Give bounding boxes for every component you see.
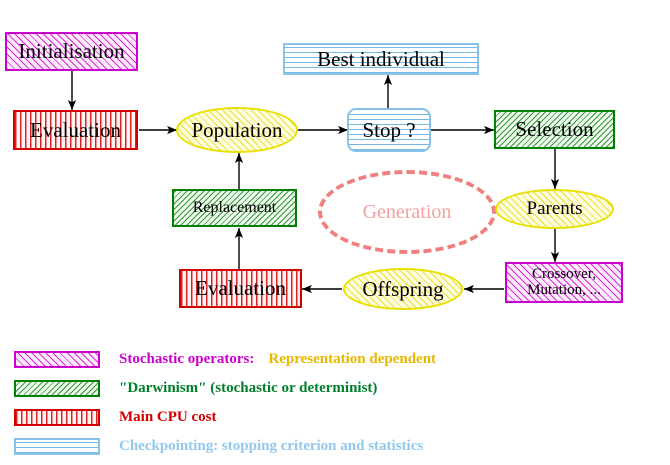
- node-parents-label: Parents: [526, 198, 583, 220]
- legend-label-darwinism: "Darwinism" (stochastic or determinist): [119, 380, 377, 397]
- node-initialisation[interactable]: Initialisation: [5, 32, 138, 71]
- legend-swatch-blue-horizontal: [14, 437, 100, 455]
- generation-cycle-ellipse: Generation: [318, 170, 496, 254]
- node-variation-line1: Crossover,: [532, 265, 596, 282]
- generation-label: Generation: [362, 200, 452, 223]
- node-replacement[interactable]: Replacement: [172, 189, 297, 227]
- node-evaluation-top-label: Evaluation: [30, 117, 121, 142]
- legend-row-stochastic: Stochastic operators: Representation depe…: [14, 348, 436, 370]
- legend-row-cpu-cost: Main CPU cost: [14, 406, 217, 428]
- node-evaluation-bottom-label: Evaluation: [195, 276, 286, 301]
- legend-cpu-main: Main CPU cost: [119, 408, 217, 425]
- node-stop-condition[interactable]: Stop ?: [347, 108, 431, 152]
- legend-checkpointing-main: Checkpointing: stopping criterion and st…: [119, 437, 424, 454]
- legend-darwinism-main: "Darwinism" (stochastic or determinist): [119, 379, 378, 396]
- node-best-individual[interactable]: Best individual: [283, 43, 479, 75]
- node-stop-condition-label: Stop ?: [362, 117, 416, 142]
- node-population-label: Population: [191, 117, 283, 142]
- node-offspring[interactable]: Offspring: [343, 268, 463, 310]
- node-population[interactable]: Population: [176, 107, 298, 153]
- node-variation-operators[interactable]: Crossover, Mutation, ...: [505, 262, 623, 303]
- node-offspring-label: Offspring: [362, 276, 444, 301]
- legend-label-checkpointing: Checkpointing: stopping criterion and st…: [119, 438, 423, 455]
- legend-swatch-magenta-hatch: [14, 350, 100, 368]
- node-selection-label: Selection: [515, 117, 594, 142]
- node-evaluation-bottom[interactable]: Evaluation: [179, 269, 302, 308]
- legend-swatch-green-hatch: [14, 379, 100, 397]
- node-parents[interactable]: Parents: [495, 189, 614, 229]
- legend-swatch-red-vertical: [14, 408, 100, 426]
- legend-stochastic-main: Stochastic operators:: [119, 350, 255, 367]
- legend-row-darwinism: "Darwinism" (stochastic or determinist): [14, 377, 377, 399]
- node-best-individual-label: Best individual: [317, 46, 445, 71]
- node-selection[interactable]: Selection: [494, 110, 615, 149]
- node-initialisation-label: Initialisation: [18, 39, 125, 64]
- node-replacement-label: Replacement: [192, 198, 277, 216]
- legend: Stochastic operators: Representation depe…: [0, 330, 670, 465]
- legend-row-checkpointing: Checkpointing: stopping criterion and st…: [14, 435, 423, 457]
- node-variation-line2: Mutation, ...: [527, 281, 601, 298]
- legend-label-stochastic: Stochastic operators: Representation depe…: [119, 351, 436, 368]
- legend-label-cpu-cost: Main CPU cost: [119, 409, 217, 426]
- legend-stochastic-secondary: Representation dependent: [268, 350, 437, 367]
- node-evaluation-top[interactable]: Evaluation: [13, 110, 138, 150]
